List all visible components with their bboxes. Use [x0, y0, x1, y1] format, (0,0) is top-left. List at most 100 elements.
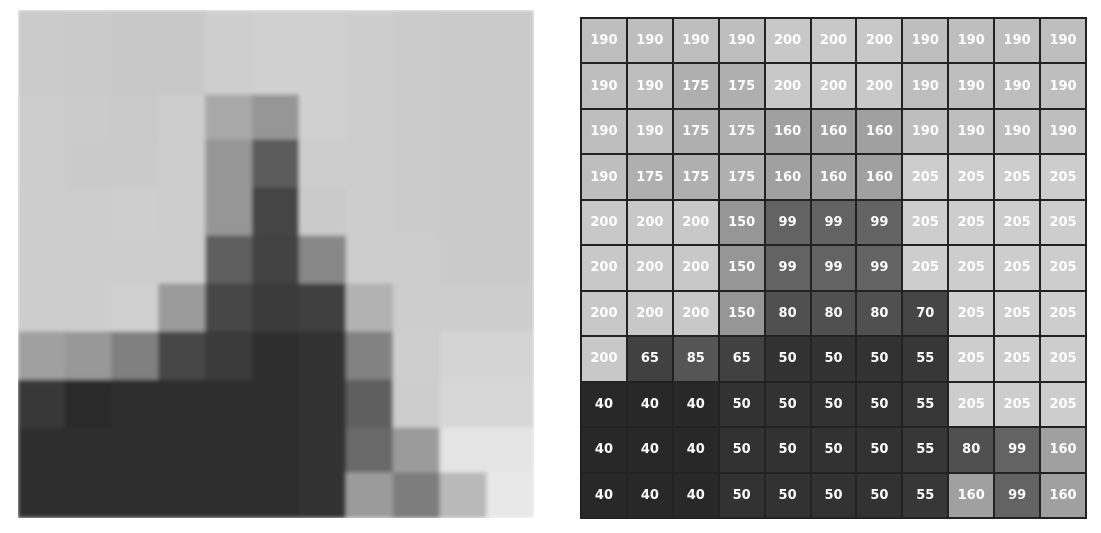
image-pixel-block: [439, 427, 488, 474]
grid-cell: 99: [994, 427, 1041, 473]
grid-cell: 55: [902, 472, 949, 518]
image-pixel-block: [205, 235, 254, 285]
image-pixel-block: [158, 427, 207, 474]
grid-cell: 80: [948, 427, 995, 473]
image-pixel-block: [439, 49, 488, 96]
grid-cell: 200: [856, 18, 903, 64]
image-pixel-block: [439, 187, 488, 237]
grid-cell: 160: [764, 108, 811, 155]
image-pixel-block: [345, 427, 394, 474]
image-pixel-block: [392, 139, 441, 189]
image-pixel-block: [298, 94, 347, 141]
image-pixel-block: [486, 331, 534, 381]
grid-cell: 190: [626, 108, 673, 155]
image-pixel-block: [64, 94, 113, 141]
image-pixel-block: [298, 331, 347, 381]
grid-cell: 190: [581, 108, 627, 155]
grid-cell: 50: [764, 381, 811, 428]
grid-cell: 200: [810, 63, 857, 109]
grid-cell: 50: [810, 336, 857, 382]
image-pixel-block: [205, 49, 254, 96]
grid-cell: 200: [626, 199, 673, 246]
grid-cell: 99: [764, 245, 811, 291]
image-pixel-block: [439, 472, 488, 518]
image-pixel-block: [439, 94, 488, 141]
image-pixel-block: [64, 10, 113, 51]
grid-cell: 175: [718, 63, 765, 109]
image-pixel-block: [18, 283, 66, 333]
image-pixel-block: [345, 94, 394, 141]
image-pixel-block: [158, 472, 207, 518]
image-pixel-block: [111, 94, 160, 141]
grid-cell: 160: [856, 154, 903, 200]
image-pixel-block: [205, 187, 254, 237]
image-pixel-block: [18, 379, 66, 429]
grid-cell: 175: [718, 108, 765, 155]
grid-cell: 190: [1040, 18, 1086, 64]
grid-cell: 200: [626, 290, 673, 337]
image-pixel-block: [158, 187, 207, 237]
image-pixel-block: [486, 94, 534, 141]
image-pixel-block: [205, 427, 254, 474]
image-pixel-block: [298, 379, 347, 429]
grid-cell: 40: [672, 381, 719, 428]
grid-cell: 190: [718, 18, 765, 64]
grid-cell: 160: [810, 108, 857, 155]
image-pixel-block: [158, 139, 207, 189]
image-pixel-block: [158, 10, 207, 51]
image-pixel-block: [111, 139, 160, 189]
grid-cell: 200: [581, 245, 627, 291]
grid-cell: 200: [581, 336, 627, 382]
image-pixel-block: [345, 139, 394, 189]
grid-cell: 99: [856, 245, 903, 291]
grid-cell: 55: [902, 381, 949, 428]
image-pixel-block: [64, 472, 113, 518]
grid-cell: 190: [994, 63, 1041, 109]
grid-cell: 80: [810, 290, 857, 337]
grid-cell: 40: [626, 381, 673, 428]
image-pixel-block: [252, 94, 300, 141]
grid-cell: 40: [672, 472, 719, 518]
image-pixel-block: [252, 49, 300, 96]
image-pixel-block: [345, 235, 394, 285]
grid-cell: 50: [718, 381, 765, 428]
image-pixel-block: [298, 10, 347, 51]
grid-cell: 40: [581, 472, 627, 518]
grid-cell: 205: [994, 199, 1041, 246]
blurred-grayscale-image: [18, 10, 534, 518]
grid-cell: 190: [581, 18, 627, 64]
image-pixel-block: [18, 10, 66, 51]
grid-cell: 150: [718, 199, 765, 246]
grid-cell: 205: [1040, 336, 1086, 382]
grid-cell: 205: [994, 154, 1041, 200]
grid-cell: 50: [764, 336, 811, 382]
image-pixel-block: [252, 235, 300, 285]
image-pixel-block: [486, 427, 534, 474]
image-pixel-block: [158, 379, 207, 429]
image-pixel-block: [439, 379, 488, 429]
grid-cell: 200: [672, 199, 719, 246]
image-pixel-block: [392, 94, 441, 141]
image-pixel-block: [64, 283, 113, 333]
grid-cell: 50: [764, 427, 811, 473]
image-pixel-block: [345, 283, 394, 333]
image-pixel-block: [345, 49, 394, 96]
grid-cell: 40: [626, 427, 673, 473]
image-pixel-block: [252, 331, 300, 381]
image-pixel-block: [18, 472, 66, 518]
grid-cell: 190: [902, 108, 949, 155]
grid-cell: 160: [856, 108, 903, 155]
grid-cell: 55: [902, 427, 949, 473]
image-pixel-block: [111, 472, 160, 518]
grid-cell: 99: [856, 199, 903, 246]
grid-cell: 160: [810, 154, 857, 200]
image-pixel-block: [439, 235, 488, 285]
image-pixel-block: [158, 235, 207, 285]
image-pixel-block: [252, 472, 300, 518]
image-pixel-block: [392, 187, 441, 237]
grid-cell: 205: [994, 336, 1041, 382]
grid-cell: 175: [672, 63, 719, 109]
image-pixel-block: [205, 331, 254, 381]
grid-cell: 99: [764, 199, 811, 246]
